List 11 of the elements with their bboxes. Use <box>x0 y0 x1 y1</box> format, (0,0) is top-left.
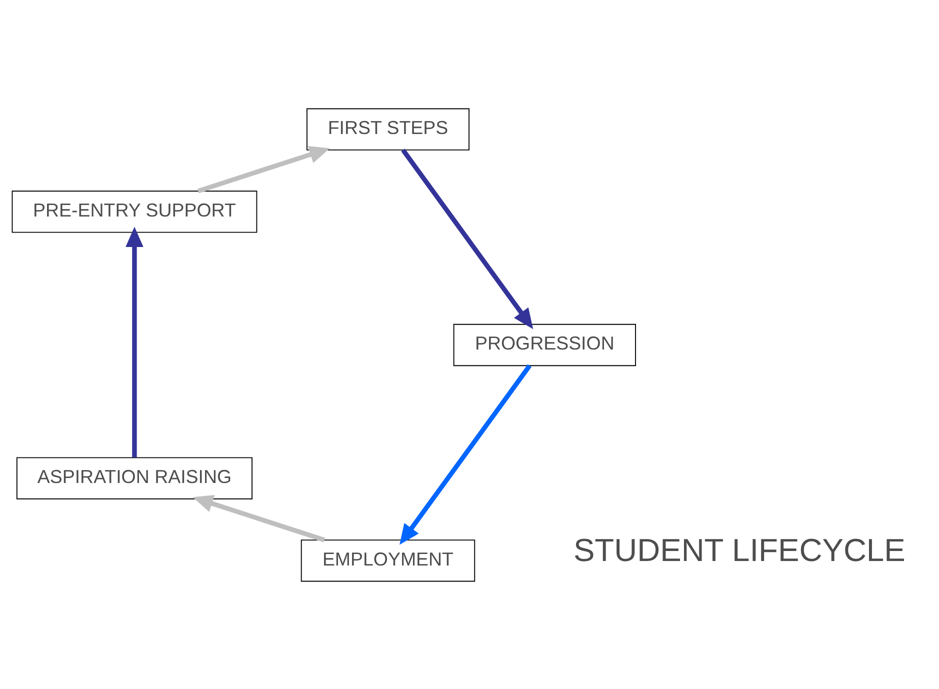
arrow <box>401 148 534 329</box>
label: STUDENT LIFECYCLE <box>573 532 906 568</box>
node-box: PRE-ENTRY SUPPORT <box>12 190 258 232</box>
arrow <box>400 364 532 544</box>
node-box: FIRST STEPS <box>306 108 470 150</box>
node-box: EMPLOYMENT <box>300 539 476 582</box>
node-box: PROGRESSION <box>453 323 636 366</box>
arrow <box>126 226 144 457</box>
arrow <box>192 494 326 542</box>
node-box: ASPIRATION RAISING <box>16 456 252 499</box>
arrow <box>197 146 330 193</box>
